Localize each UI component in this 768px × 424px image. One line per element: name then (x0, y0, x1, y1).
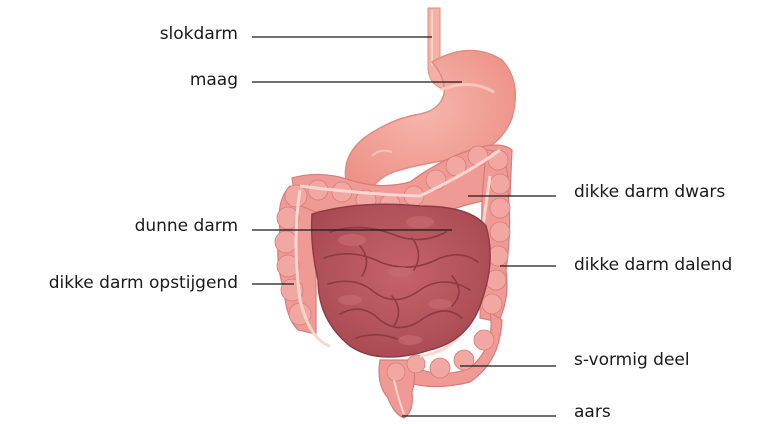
label-esophagus: slokdarm (160, 24, 238, 44)
label-descending-colon: dikke darm dalend (574, 255, 732, 275)
small-intestine (312, 204, 491, 357)
label-sigmoid: s-vormig deel (574, 350, 690, 370)
label-small-intestine: dunne darm (135, 216, 238, 236)
label-ascending-colon: dikke darm opstijgend (49, 273, 238, 293)
label-stomach: maag (190, 70, 238, 90)
label-anus: aars (574, 402, 611, 422)
label-transverse-colon: dikke darm dwars (574, 182, 725, 202)
